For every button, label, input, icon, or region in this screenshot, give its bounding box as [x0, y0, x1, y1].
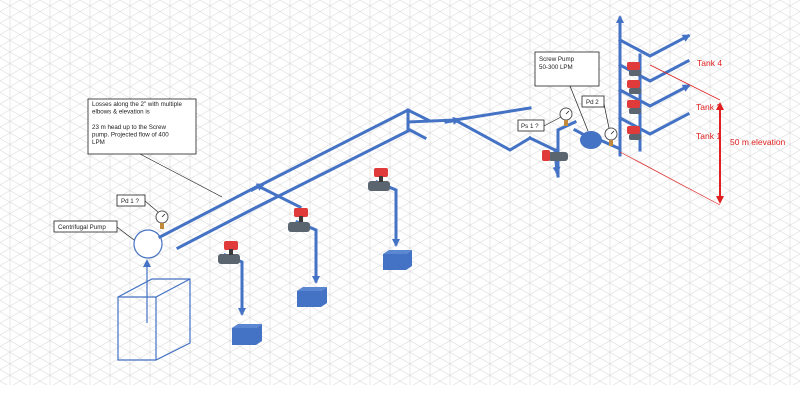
pd2-leader: [603, 103, 610, 129]
receiving-tank-1: [232, 324, 262, 345]
valve-1: [218, 241, 240, 264]
tank1-label: Tank 1: [696, 131, 721, 141]
losses-note-line: elbows & elevation is: [92, 109, 150, 116]
tank2-label: Tank 2: [696, 102, 721, 112]
screw-pump-leader: [569, 85, 589, 132]
centrifugal-pump-label: Centrifugal Pump: [58, 224, 106, 231]
pd1-label: Pd 1 ?: [121, 198, 139, 205]
centrifugal-pump-label-box: Centrifugal Pump: [53, 220, 118, 233]
screw-pump: [580, 131, 602, 149]
receiving-tank-2: [297, 287, 327, 307]
ps1-label: Ps 1 ?: [521, 123, 539, 130]
gauge-ps1: [559, 107, 573, 126]
centrifugal-leader: [116, 226, 135, 241]
elevation-indicator: [619, 64, 724, 206]
gauge-pd1: [155, 210, 169, 229]
screw-pump-label-line-2: 50-300 LPM: [539, 64, 573, 71]
screw-pump-label-line-1: Screw Pump: [539, 56, 575, 63]
tank4-label: Tank 4: [697, 58, 722, 68]
pd2-label: Pd 2: [586, 99, 599, 106]
losses-note-line: [92, 116, 94, 123]
centrifugal-pump: [133, 229, 163, 259]
ps1-leader: [543, 116, 562, 127]
gauge-pd2: [604, 127, 618, 146]
riser-manifold: [616, 15, 691, 157]
manifold-valves: [627, 62, 641, 140]
pd1-label-box: Pd 1 ?: [116, 194, 146, 207]
screw-pump-label-box: Screw Pump 50-300 LPM: [534, 51, 600, 87]
losses-note-line: pump. Projected flow of 400: [92, 131, 169, 138]
pd2-label-box: Pd 2: [581, 95, 605, 108]
ps1-label-box: Ps 1 ?: [517, 119, 545, 132]
svg-text:Losses along the 2" with multi: Losses along the 2" with multipleelbows …: [92, 101, 182, 146]
losses-leader: [139, 153, 223, 198]
flow-arrow-1: [249, 182, 265, 193]
losses-note-line: Losses along the 2" with multiple: [92, 101, 182, 108]
flow-arrow-2: [444, 116, 461, 125]
valve-screw-inlet: [542, 150, 568, 161]
valve-2: [288, 208, 310, 232]
isometric-grid: [0, 0, 800, 385]
supply-tank: [117, 278, 191, 361]
elevation-label: 50 m elevation: [730, 137, 786, 147]
losses-note-line: LPM: [92, 139, 105, 146]
losses-note-line: 23 m head up to the Screw: [92, 124, 166, 131]
valve-3: [368, 168, 390, 191]
receiving-tank-3: [383, 250, 412, 270]
pd1-leader: [144, 200, 159, 213]
